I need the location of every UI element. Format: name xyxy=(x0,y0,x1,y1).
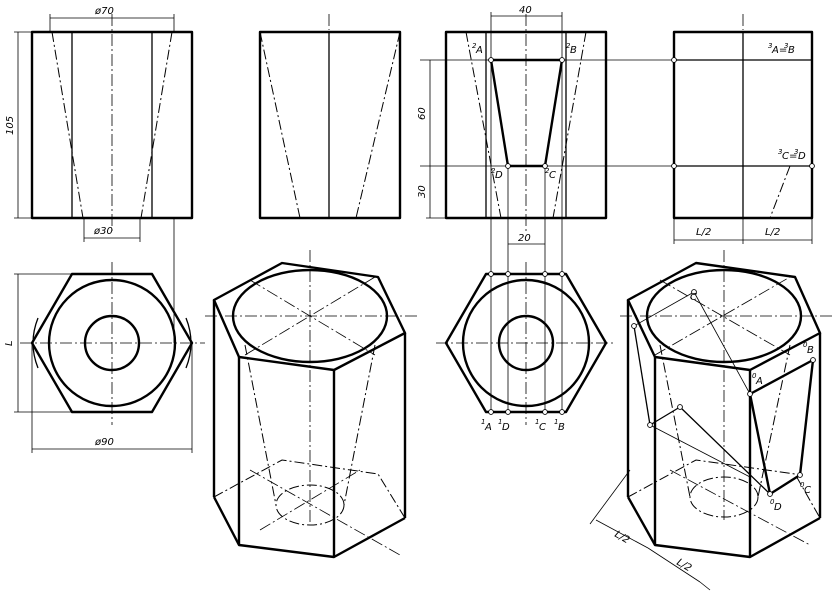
label-3AB: A= xyxy=(771,45,787,56)
dim-h30: 30 xyxy=(417,185,428,198)
top-view-hex-2: 1 A 1 D 1 C 1 B xyxy=(436,262,616,433)
sup-1d: 1 xyxy=(498,418,502,426)
dim-w40: 40 xyxy=(519,5,532,16)
label-1A: A xyxy=(484,422,492,433)
sup-2b: 2 xyxy=(566,42,571,50)
isometric-view-1 xyxy=(205,250,420,559)
dim-h60: 60 xyxy=(417,107,428,120)
label-2B: B xyxy=(570,45,577,56)
sup-2c: 2 xyxy=(545,167,550,175)
sup-3b: 3 xyxy=(784,42,788,50)
dim-d70: ø70 xyxy=(94,6,114,17)
sup-3d: 3 xyxy=(794,148,798,156)
dim-L2-b: L/2 xyxy=(765,227,780,238)
dim-iso-L2-a: L/2 xyxy=(613,529,632,546)
sup-1b: 1 xyxy=(554,418,558,426)
dim-w20: 20 xyxy=(518,233,531,244)
label-2A: A xyxy=(475,45,483,56)
sup-0c: 0 xyxy=(800,481,805,489)
label-3CD: C= xyxy=(782,151,797,162)
label-1D: D xyxy=(502,422,510,433)
label-0B: B xyxy=(807,345,814,356)
sup-0b: 0 xyxy=(803,341,808,349)
side-view-4: 3 A= 3 B 3 C= 3 D L/2 L/2 xyxy=(671,14,815,244)
sup-1a: 1 xyxy=(481,418,485,426)
dim-L: L xyxy=(4,340,15,346)
label-2D: D xyxy=(495,170,503,181)
dim-d30: ø30 xyxy=(93,226,113,237)
dim-d90: ø90 xyxy=(94,437,114,448)
label-3AB-b: B xyxy=(788,45,795,56)
label-2C: C xyxy=(549,170,556,181)
sup-2d: 2 xyxy=(491,167,496,175)
dim-h105: 105 xyxy=(5,116,16,135)
sup-0a: 0 xyxy=(752,372,757,380)
sup-0d: 0 xyxy=(770,498,775,506)
dim-iso-L2-b: L/2 xyxy=(675,557,694,574)
side-view-2 xyxy=(258,14,402,220)
label-C: C xyxy=(690,292,697,303)
isometric-view-2: C 0 A 0 B 0 C 0 D L/2 L/2 xyxy=(589,250,832,591)
label-0D: D xyxy=(774,502,782,513)
front-view-1: ø70 105 ø30 xyxy=(5,6,194,242)
label-1C: C xyxy=(539,422,546,433)
label-3CD-b: D xyxy=(798,151,806,162)
label-1B: B xyxy=(558,422,565,433)
front-view-3: 2 A 2 B 2 D 2 C 40 60 30 20 xyxy=(417,5,680,412)
label-0A: A xyxy=(755,376,763,387)
sup-2a: 2 xyxy=(472,42,477,50)
dim-L2-a: L/2 xyxy=(696,227,711,238)
sup-3a: 3 xyxy=(768,42,772,50)
top-view-hex-1: L ø90 xyxy=(4,218,205,453)
sup-3c: 3 xyxy=(778,148,782,156)
sup-1c: 1 xyxy=(535,418,539,426)
label-0C: C xyxy=(804,485,811,496)
